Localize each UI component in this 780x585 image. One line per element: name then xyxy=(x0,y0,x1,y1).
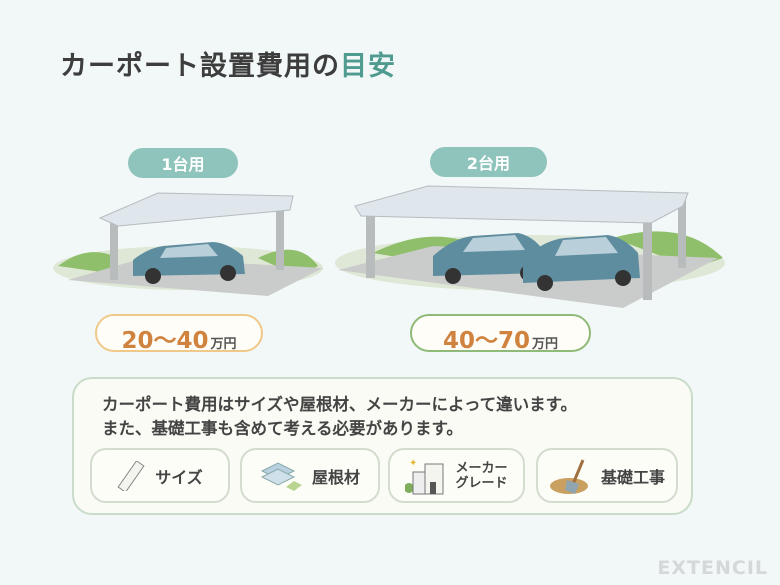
page-title: カーポート設置費用の目安 xyxy=(60,44,396,83)
factor-label: サイズ xyxy=(155,467,203,487)
price-value: 20〜40 xyxy=(121,328,209,354)
factor-maker-grade: ✦ メーカーグレード xyxy=(388,448,525,503)
shovel-icon xyxy=(549,458,588,494)
factor-roof-material: 屋根材 xyxy=(240,448,380,503)
svg-text:✦: ✦ xyxy=(409,458,417,469)
info-box: カーポート費用はサイズや屋根材、メーカーによって違います。 また、基礎工事も含め… xyxy=(72,377,693,515)
factor-foundation-work: 基礎工事 xyxy=(536,448,678,503)
car-icon xyxy=(433,233,545,284)
factor-label: 屋根材 xyxy=(311,467,360,487)
factor-label-line2: グレード xyxy=(455,475,508,491)
car-icon xyxy=(523,235,640,291)
ruler-icon xyxy=(117,460,145,491)
title-accent: 目安 xyxy=(340,51,396,82)
carport-1-illustration xyxy=(53,192,323,296)
factor-label: 基礎工事 xyxy=(600,467,665,487)
building-icon: ✦ xyxy=(405,458,444,494)
factor-size: サイズ xyxy=(90,448,230,503)
factor-label-line1: メーカー xyxy=(455,460,508,476)
info-line-1: カーポート費用はサイズや屋根材、メーカーによって違います。 xyxy=(102,395,578,414)
price-unit: 万円 xyxy=(210,337,237,352)
price-unit: 万円 xyxy=(532,337,559,352)
badge-2-car: 2台用 xyxy=(430,147,547,177)
title-main: カーポート設置費用の xyxy=(60,51,340,82)
badge-1-car: 1台用 xyxy=(128,148,238,178)
price-value: 40〜70 xyxy=(442,328,530,354)
car-icon xyxy=(133,242,245,284)
info-line-2: また、基礎工事も含めて考える必要があります。 xyxy=(102,419,463,438)
carport-2-illustration xyxy=(335,185,725,308)
watermark: EXTENCIL xyxy=(657,557,768,579)
roof-panel-icon xyxy=(260,461,302,491)
